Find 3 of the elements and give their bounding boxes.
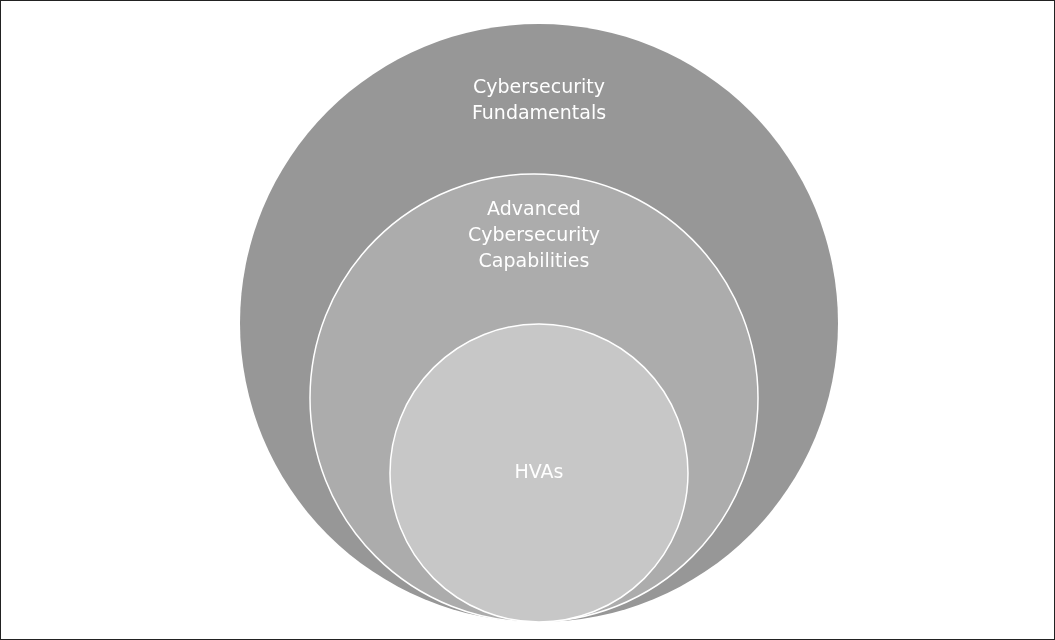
circle-label: Cybersecurity Fundamentals [470,74,608,125]
circle-label: HVAs [513,459,565,484]
circle-label: Advanced Cybersecurity Capabilities [467,196,601,273]
